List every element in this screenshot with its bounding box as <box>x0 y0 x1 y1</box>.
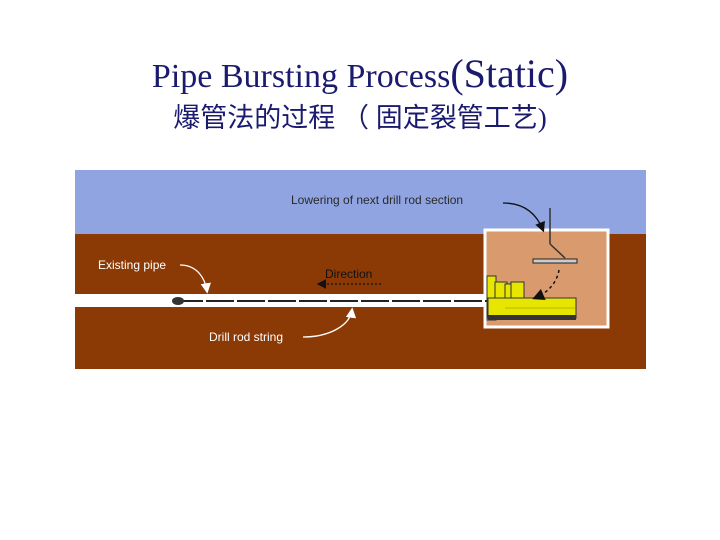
pipe-bursting-diagram: Lowering of next drill rod section Exist… <box>75 170 646 369</box>
slide-subtitle-chinese: 爆管法的过程 （ 固定裂管工艺) <box>173 103 547 133</box>
slide-title: Pipe Bursting Process(Static) <box>0 52 720 99</box>
title-main-text: Pipe Bursting Process <box>151 58 451 95</box>
diagram-canvas: Lowering of next drill rod section Exist… <box>75 170 646 369</box>
label-existing-pipe: Existing pipe <box>98 258 166 272</box>
sky-band <box>75 170 646 234</box>
hydraulic-rig <box>486 275 577 321</box>
bursting-head <box>172 297 184 305</box>
next-drill-rod <box>532 258 578 264</box>
label-drill-rod-string: Drill rod string <box>209 330 283 344</box>
lowering-dashed-arrow <box>532 269 560 300</box>
drill-rod-pointer-line <box>302 307 357 338</box>
label-lowering-next-rod: Lowering of next drill rod section <box>291 193 463 207</box>
title-static-text: (Static) <box>450 51 569 96</box>
label-direction: Direction <box>325 267 372 281</box>
rod-lowering-assembly <box>532 208 578 264</box>
existing-pipe-pointer-line <box>179 264 211 294</box>
lowering-pointer-line <box>502 202 545 233</box>
